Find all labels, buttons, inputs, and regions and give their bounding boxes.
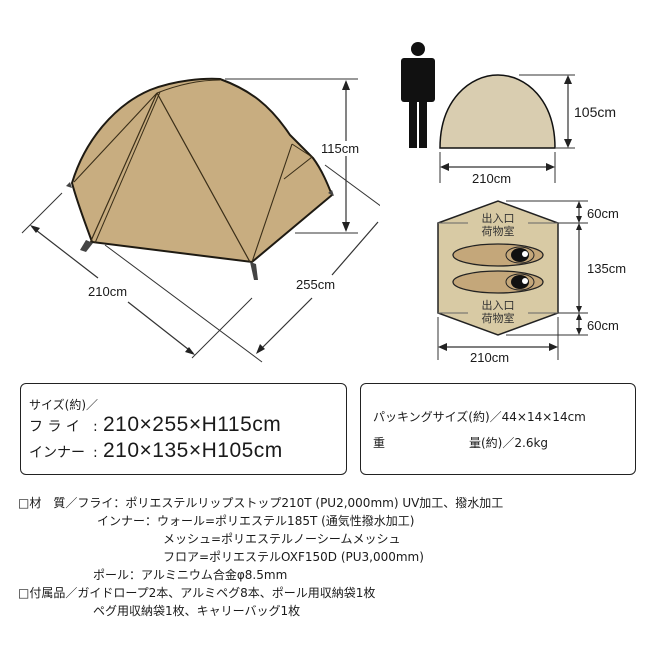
tent-width-label: 210cm — [88, 284, 128, 299]
material-line: □材 質／フライ：ポリエステルリップストップ210T (PU2,000mm) U… — [18, 496, 504, 510]
size-spec-box: サイズ(約)／ フ ラ イ:210×255×H115cm インナー:210×13… — [20, 383, 347, 475]
weight-value: ／2.6kg — [502, 436, 549, 450]
inner-size-value: 210×135×H105cm — [103, 439, 283, 462]
packing-size-value: ／44×14×14cm — [489, 410, 586, 424]
inner-size-row: インナー:210×135×H105cm — [29, 439, 283, 462]
inner-depth-label: 135cm — [587, 261, 627, 276]
weight-label: 重 量(約) — [373, 436, 503, 450]
accessories-line: ペグ用収納袋1枚、キャリーバッグ1枚 — [93, 604, 301, 618]
size-title: サイズ(約)／ — [29, 398, 99, 412]
entrance-label: 出入口 — [481, 299, 515, 312]
vestibule-bottom-label: 出入口 荷物室 — [478, 299, 518, 325]
material-line: インナー：ウォール=ポリエステル185T (通気性撥水加工) — [97, 514, 415, 528]
material-line: フロア=ポリエステルOXF150D (PU3,000mm) — [163, 550, 424, 564]
tent-height-label: 115cm — [320, 141, 361, 156]
inner-label: インナー — [29, 445, 85, 461]
fly-label: フ ラ イ — [29, 419, 80, 435]
floor-plan-diagram: 出入口 荷物室 出入口 荷物室 60cm 135cm 60cm 210cm — [420, 190, 650, 370]
fly-size-row: フ ラ イ:210×255×H115cm — [29, 413, 282, 436]
sleeping-bag-icon — [452, 243, 544, 267]
material-line: ポール：アルミニウム合金φ8.5mm — [93, 568, 288, 582]
floor-width-label: 210cm — [470, 350, 510, 365]
storage-label: 荷物室 — [481, 225, 515, 238]
entrance-label: 出入口 — [481, 212, 515, 225]
tent-illustration-icon — [21, 77, 380, 363]
material-line: メッシュ=ポリエステルノーシームメッシュ — [163, 532, 401, 546]
vestibule-top-label: 出入口 荷物室 — [478, 212, 518, 238]
accessories-line: □付属品／ガイドロープ2本、アルミペグ8本、ポール用収納袋1枚 — [18, 586, 376, 600]
side-view-diagram: 105cm 210cm — [380, 40, 650, 190]
tent-length-label: 255cm — [296, 277, 336, 292]
storage-label: 荷物室 — [481, 312, 515, 325]
rear-depth-label: 60cm — [587, 318, 619, 333]
packing-size-label: パッキングサイズ(約) — [373, 410, 490, 424]
side-height-label: 105cm — [574, 104, 617, 120]
tent-perspective-diagram: 115cm 210cm 255cm — [0, 0, 380, 370]
fly-size-value: 210×255×H115cm — [103, 413, 282, 436]
front-depth-label: 60cm — [587, 206, 619, 221]
packing-spec-box: パッキングサイズ(約)／44×14×14cm 重 量(約)／2.6kg — [360, 383, 636, 475]
packing-size-row: パッキングサイズ(約)／44×14×14cm — [373, 408, 586, 425]
person-silhouette-icon — [401, 42, 435, 148]
sleeping-bag-icon — [452, 270, 544, 294]
side-width-label: 210cm — [472, 171, 512, 186]
weight-row: 重 量(約)／2.6kg — [373, 434, 548, 451]
